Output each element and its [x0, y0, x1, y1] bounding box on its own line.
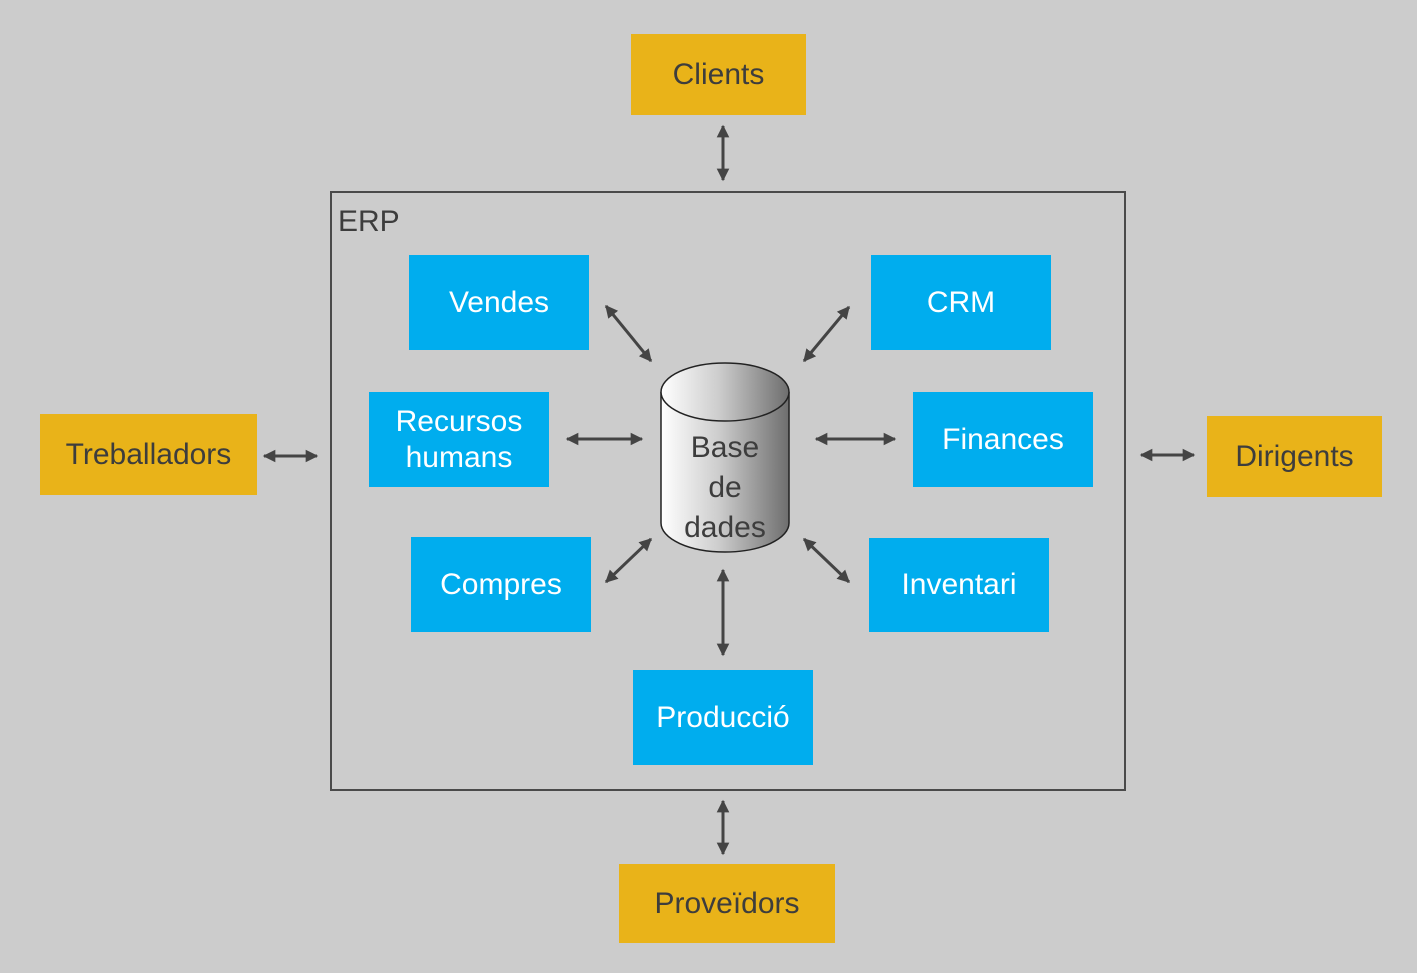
arrow-compres-db: [604, 537, 653, 584]
module-compres-label: Compres: [440, 567, 562, 601]
module-finances: Finances: [913, 392, 1093, 487]
module-produccio: Producció: [633, 670, 813, 765]
entity-clients: Clients: [631, 34, 806, 115]
module-compres: Compres: [411, 537, 591, 632]
database-label: Base de dades: [660, 428, 790, 548]
module-crm: CRM: [871, 255, 1051, 350]
database-label-line1: Base: [690, 431, 760, 464]
module-recursos-humans-label-line2: humans: [405, 440, 513, 474]
arrow-crm-db: [802, 306, 851, 362]
entity-treballadors-label: Treballadors: [65, 437, 232, 471]
entity-clients-label: Clients: [672, 57, 765, 91]
arrow-vendes-db: [604, 305, 653, 362]
module-produccio-label: Producció: [656, 700, 790, 734]
module-crm-label: CRM: [926, 285, 996, 319]
module-inventari-label: Inventari: [901, 568, 1017, 601]
module-vendes: Vendes: [409, 255, 589, 350]
arrow-inventari-db: [802, 537, 851, 584]
entity-dirigents: Dirigents: [1207, 416, 1382, 497]
module-recursos-humans-label-line1: Recursos: [395, 404, 523, 438]
erp-container: [330, 191, 1126, 791]
entity-treballadors: Treballadors: [40, 414, 257, 495]
erp-label: ERP: [338, 205, 400, 238]
entity-proveidors: Proveïdors: [619, 864, 835, 943]
module-finances-label: Finances: [942, 422, 1064, 456]
module-vendes-label: Vendes: [448, 285, 550, 319]
entity-dirigents-label: Dirigents: [1235, 439, 1354, 473]
database-icon: [660, 362, 790, 553]
module-recursos-humans: Recursos humans: [369, 392, 549, 487]
database-label-line3: dades: [684, 511, 766, 544]
module-inventari: Inventari: [869, 538, 1049, 632]
database-label-line2: de: [708, 471, 742, 504]
entity-proveidors-label: Proveïdors: [654, 886, 800, 920]
